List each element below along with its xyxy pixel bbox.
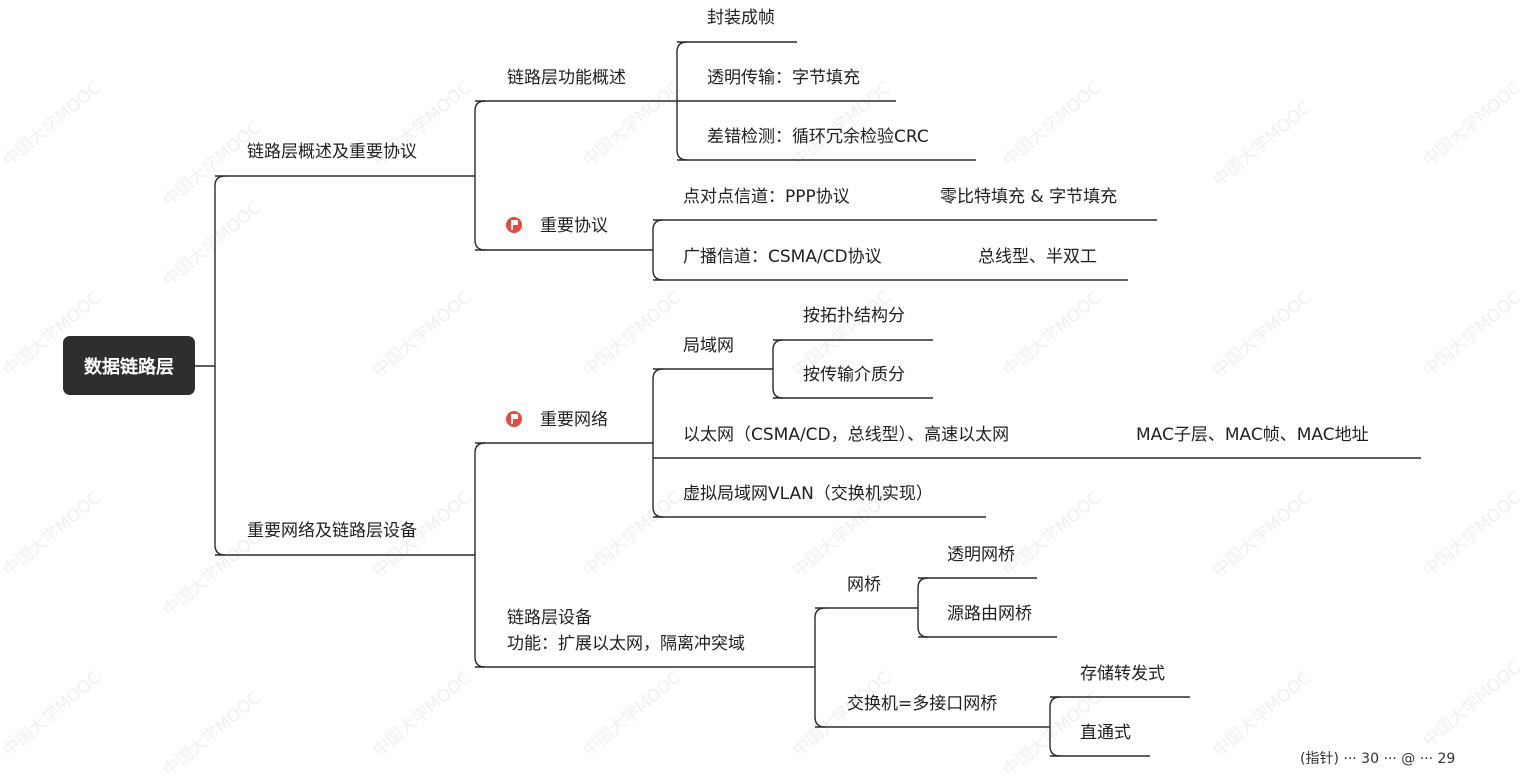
bridge-transparent[interactable]: 透明网桥 [947,545,1015,565]
switch-store-forward[interactable]: 存储转发式 [1080,664,1165,684]
connector-lines [195,41,1421,757]
lan-node[interactable]: 局域网 [683,336,734,356]
functions-label[interactable]: 链路层功能概述 [507,68,626,88]
ppp-node[interactable]: 点对点信道：PPP协议 [683,187,850,207]
networks-label: 重要网络 [540,410,608,430]
bridge-node[interactable]: 网桥 [847,575,881,595]
protocols-label: 重要协议 [540,216,608,236]
function-item[interactable]: 透明传输：字节填充 [707,68,860,88]
flag-icon [506,217,522,233]
networks-node[interactable]: 重要网络 [506,409,608,431]
switch-node[interactable]: 交换机=多接口网桥 [847,694,998,714]
flag-icon [506,411,522,427]
branch-overview-label[interactable]: 链路层概述及重要协议 [247,142,417,162]
switch-cut-through[interactable]: 直通式 [1080,723,1131,743]
cut-off-text: (指针) ··· 30 ··· @ ··· 29 [1300,751,1456,767]
function-item[interactable]: 封装成帧 [707,8,775,28]
csma-node[interactable]: 广播信道：CSMA/CD协议 [683,247,882,267]
protocols-node[interactable]: 重要协议 [506,215,608,237]
csma-detail[interactable]: 总线型、半双工 [978,247,1097,267]
root-node[interactable]: 数据链路层 [63,336,195,395]
lan-medium[interactable]: 按传输介质分 [803,365,905,385]
function-item[interactable]: 差错检测：循环冗余检验CRC [707,127,929,147]
branch-networks-label[interactable]: 重要网络及链路层设备 [247,521,417,541]
vlan-node[interactable]: 虚拟局域网VLAN（交换机实现） [683,484,933,504]
devices-label-line2[interactable]: 功能：扩展以太网，隔离冲突域 [507,634,745,654]
bridge-source-route[interactable]: 源路由网桥 [947,604,1032,624]
ethernet-node[interactable]: 以太网（CSMA/CD，总线型）、高速以太网 [683,425,1010,445]
lan-topology[interactable]: 按拓扑结构分 [803,306,905,326]
ppp-detail[interactable]: 零比特填充 & 字节填充 [940,187,1118,207]
ethernet-detail[interactable]: MAC子层、MAC帧、MAC地址 [1136,425,1369,445]
devices-label-line1[interactable]: 链路层设备 [507,608,592,628]
